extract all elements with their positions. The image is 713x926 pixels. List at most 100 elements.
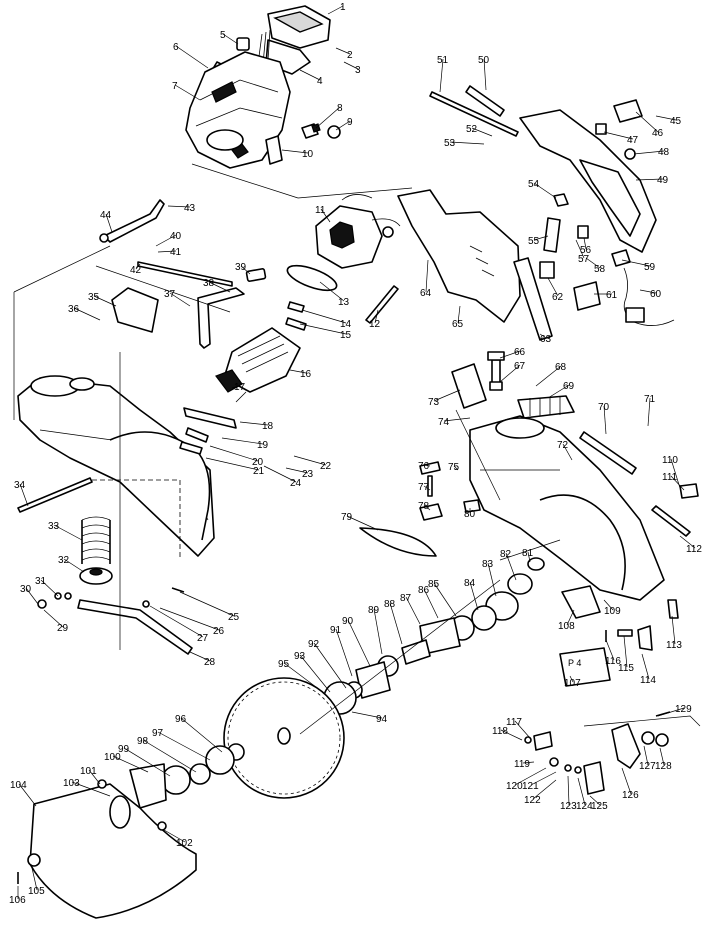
part-number-66: 66 bbox=[514, 347, 526, 358]
leader-line-45 bbox=[655, 115, 677, 121]
switch-parts-45-48 bbox=[595, 99, 643, 160]
flange-96-97 bbox=[189, 743, 245, 785]
leader-line-35 bbox=[93, 295, 117, 307]
leader-line-128 bbox=[659, 747, 665, 766]
leader-line-60 bbox=[639, 289, 657, 294]
part-number-54: 54 bbox=[528, 179, 540, 190]
part-number-25: 25 bbox=[228, 612, 240, 623]
leader-line-63 bbox=[539, 333, 547, 339]
parts-101-103 bbox=[97, 779, 167, 831]
part-number-19: 19 bbox=[257, 440, 269, 451]
brush-8 bbox=[301, 123, 321, 139]
part-number-99: 99 bbox=[118, 744, 130, 755]
leader-line-41 bbox=[157, 250, 177, 253]
part-number-35: 35 bbox=[88, 292, 100, 303]
leader-line-27 bbox=[149, 605, 204, 638]
leader-line-84 bbox=[469, 581, 479, 611]
leader-line-26 bbox=[159, 607, 220, 631]
part-number-46: 46 bbox=[652, 128, 664, 139]
leader-line-64 bbox=[425, 259, 429, 293]
leader-line-5 bbox=[222, 33, 239, 45]
bolt-66-67 bbox=[487, 351, 505, 391]
part-number-59: 59 bbox=[644, 262, 656, 273]
leader-line-101 bbox=[88, 769, 101, 785]
pin-25-27 bbox=[142, 587, 185, 608]
part-number-41: 41 bbox=[170, 247, 182, 258]
leader-line-2 bbox=[335, 47, 351, 55]
part-number-28: 28 bbox=[204, 657, 216, 668]
part-number-98: 98 bbox=[137, 736, 149, 747]
part-number-112: 112 bbox=[686, 544, 702, 555]
assembly-lines bbox=[13, 163, 701, 735]
shaft-42 bbox=[137, 261, 233, 287]
part-number-80: 80 bbox=[464, 509, 476, 520]
part-number-104: 104 bbox=[10, 780, 27, 791]
part-number-68: 68 bbox=[555, 362, 567, 373]
part-number-44: 44 bbox=[100, 210, 112, 221]
leader-line-57 bbox=[575, 239, 585, 259]
leader-line-86 bbox=[423, 588, 439, 619]
leader-line-110 bbox=[670, 458, 681, 489]
part-number-37: 37 bbox=[164, 289, 176, 300]
part-number-3: 3 bbox=[355, 65, 361, 76]
leader-line-8 bbox=[315, 106, 341, 129]
leader-line-52 bbox=[471, 127, 493, 137]
part-number-109: 109 bbox=[604, 606, 621, 617]
part-number-50: 50 bbox=[478, 55, 490, 66]
part-number-30: 30 bbox=[20, 584, 32, 595]
part-number-32: 32 bbox=[58, 555, 70, 566]
leader-line-25 bbox=[179, 591, 235, 617]
leader-line-89 bbox=[373, 608, 383, 655]
part-number-102: 102 bbox=[176, 838, 193, 849]
leader-line-43 bbox=[167, 205, 191, 208]
part-number-100: 100 bbox=[104, 752, 121, 763]
part-number-55: 55 bbox=[528, 236, 540, 247]
part-number-29: 29 bbox=[57, 623, 69, 634]
leader-line-37 bbox=[169, 292, 191, 307]
leader-line-93 bbox=[299, 654, 331, 693]
part-number-45: 45 bbox=[670, 116, 682, 127]
part-number-20: 20 bbox=[252, 457, 264, 468]
part-number-18: 18 bbox=[262, 421, 274, 432]
leader-line-95 bbox=[283, 662, 321, 691]
saw-blade bbox=[223, 677, 345, 799]
lever-17-21 bbox=[179, 407, 237, 455]
part-number-34: 34 bbox=[14, 480, 26, 491]
leader-line-4 bbox=[299, 69, 321, 81]
part-number-8: 8 bbox=[337, 103, 343, 114]
part-number-124: 124 bbox=[576, 801, 593, 812]
part-number-111: 111 bbox=[662, 472, 678, 483]
leader-line-118 bbox=[500, 729, 523, 741]
leader-line-68 bbox=[535, 365, 562, 387]
leader-line-18 bbox=[239, 421, 269, 426]
leader-line-82 bbox=[505, 552, 517, 581]
part-number-97: 97 bbox=[152, 728, 164, 739]
part-number-75: 75 bbox=[448, 462, 460, 473]
leader-line-124 bbox=[577, 777, 586, 806]
part-number-33: 33 bbox=[48, 521, 60, 532]
part-number-63: 63 bbox=[540, 334, 552, 345]
blade-guard-79 bbox=[359, 527, 437, 557]
part-number-67: 67 bbox=[514, 361, 526, 372]
leader-line-9 bbox=[335, 120, 351, 131]
part-number-74: 74 bbox=[438, 417, 450, 428]
leader-line-116 bbox=[605, 639, 615, 661]
spring-33 bbox=[81, 516, 111, 564]
part-number-73: 73 bbox=[428, 397, 440, 408]
part-number-12: 12 bbox=[369, 319, 381, 330]
motor-switch-cover bbox=[267, 5, 331, 49]
switch-parts-54-62 bbox=[539, 193, 631, 311]
part-number-51: 51 bbox=[437, 55, 449, 66]
leader-line-40 bbox=[155, 234, 177, 247]
leader-line-85 bbox=[433, 582, 457, 617]
part-number-106: 106 bbox=[9, 895, 26, 906]
leader-line-66 bbox=[499, 350, 521, 359]
leader-line-100 bbox=[112, 755, 149, 773]
leader-line-115 bbox=[623, 635, 628, 668]
part-number-10: 10 bbox=[302, 149, 314, 160]
part-number-82: 82 bbox=[500, 549, 512, 560]
leader-line-11 bbox=[320, 208, 331, 223]
part-number-31: 31 bbox=[35, 576, 47, 587]
leader-line-122 bbox=[532, 779, 557, 800]
leader-line-99 bbox=[123, 747, 171, 777]
